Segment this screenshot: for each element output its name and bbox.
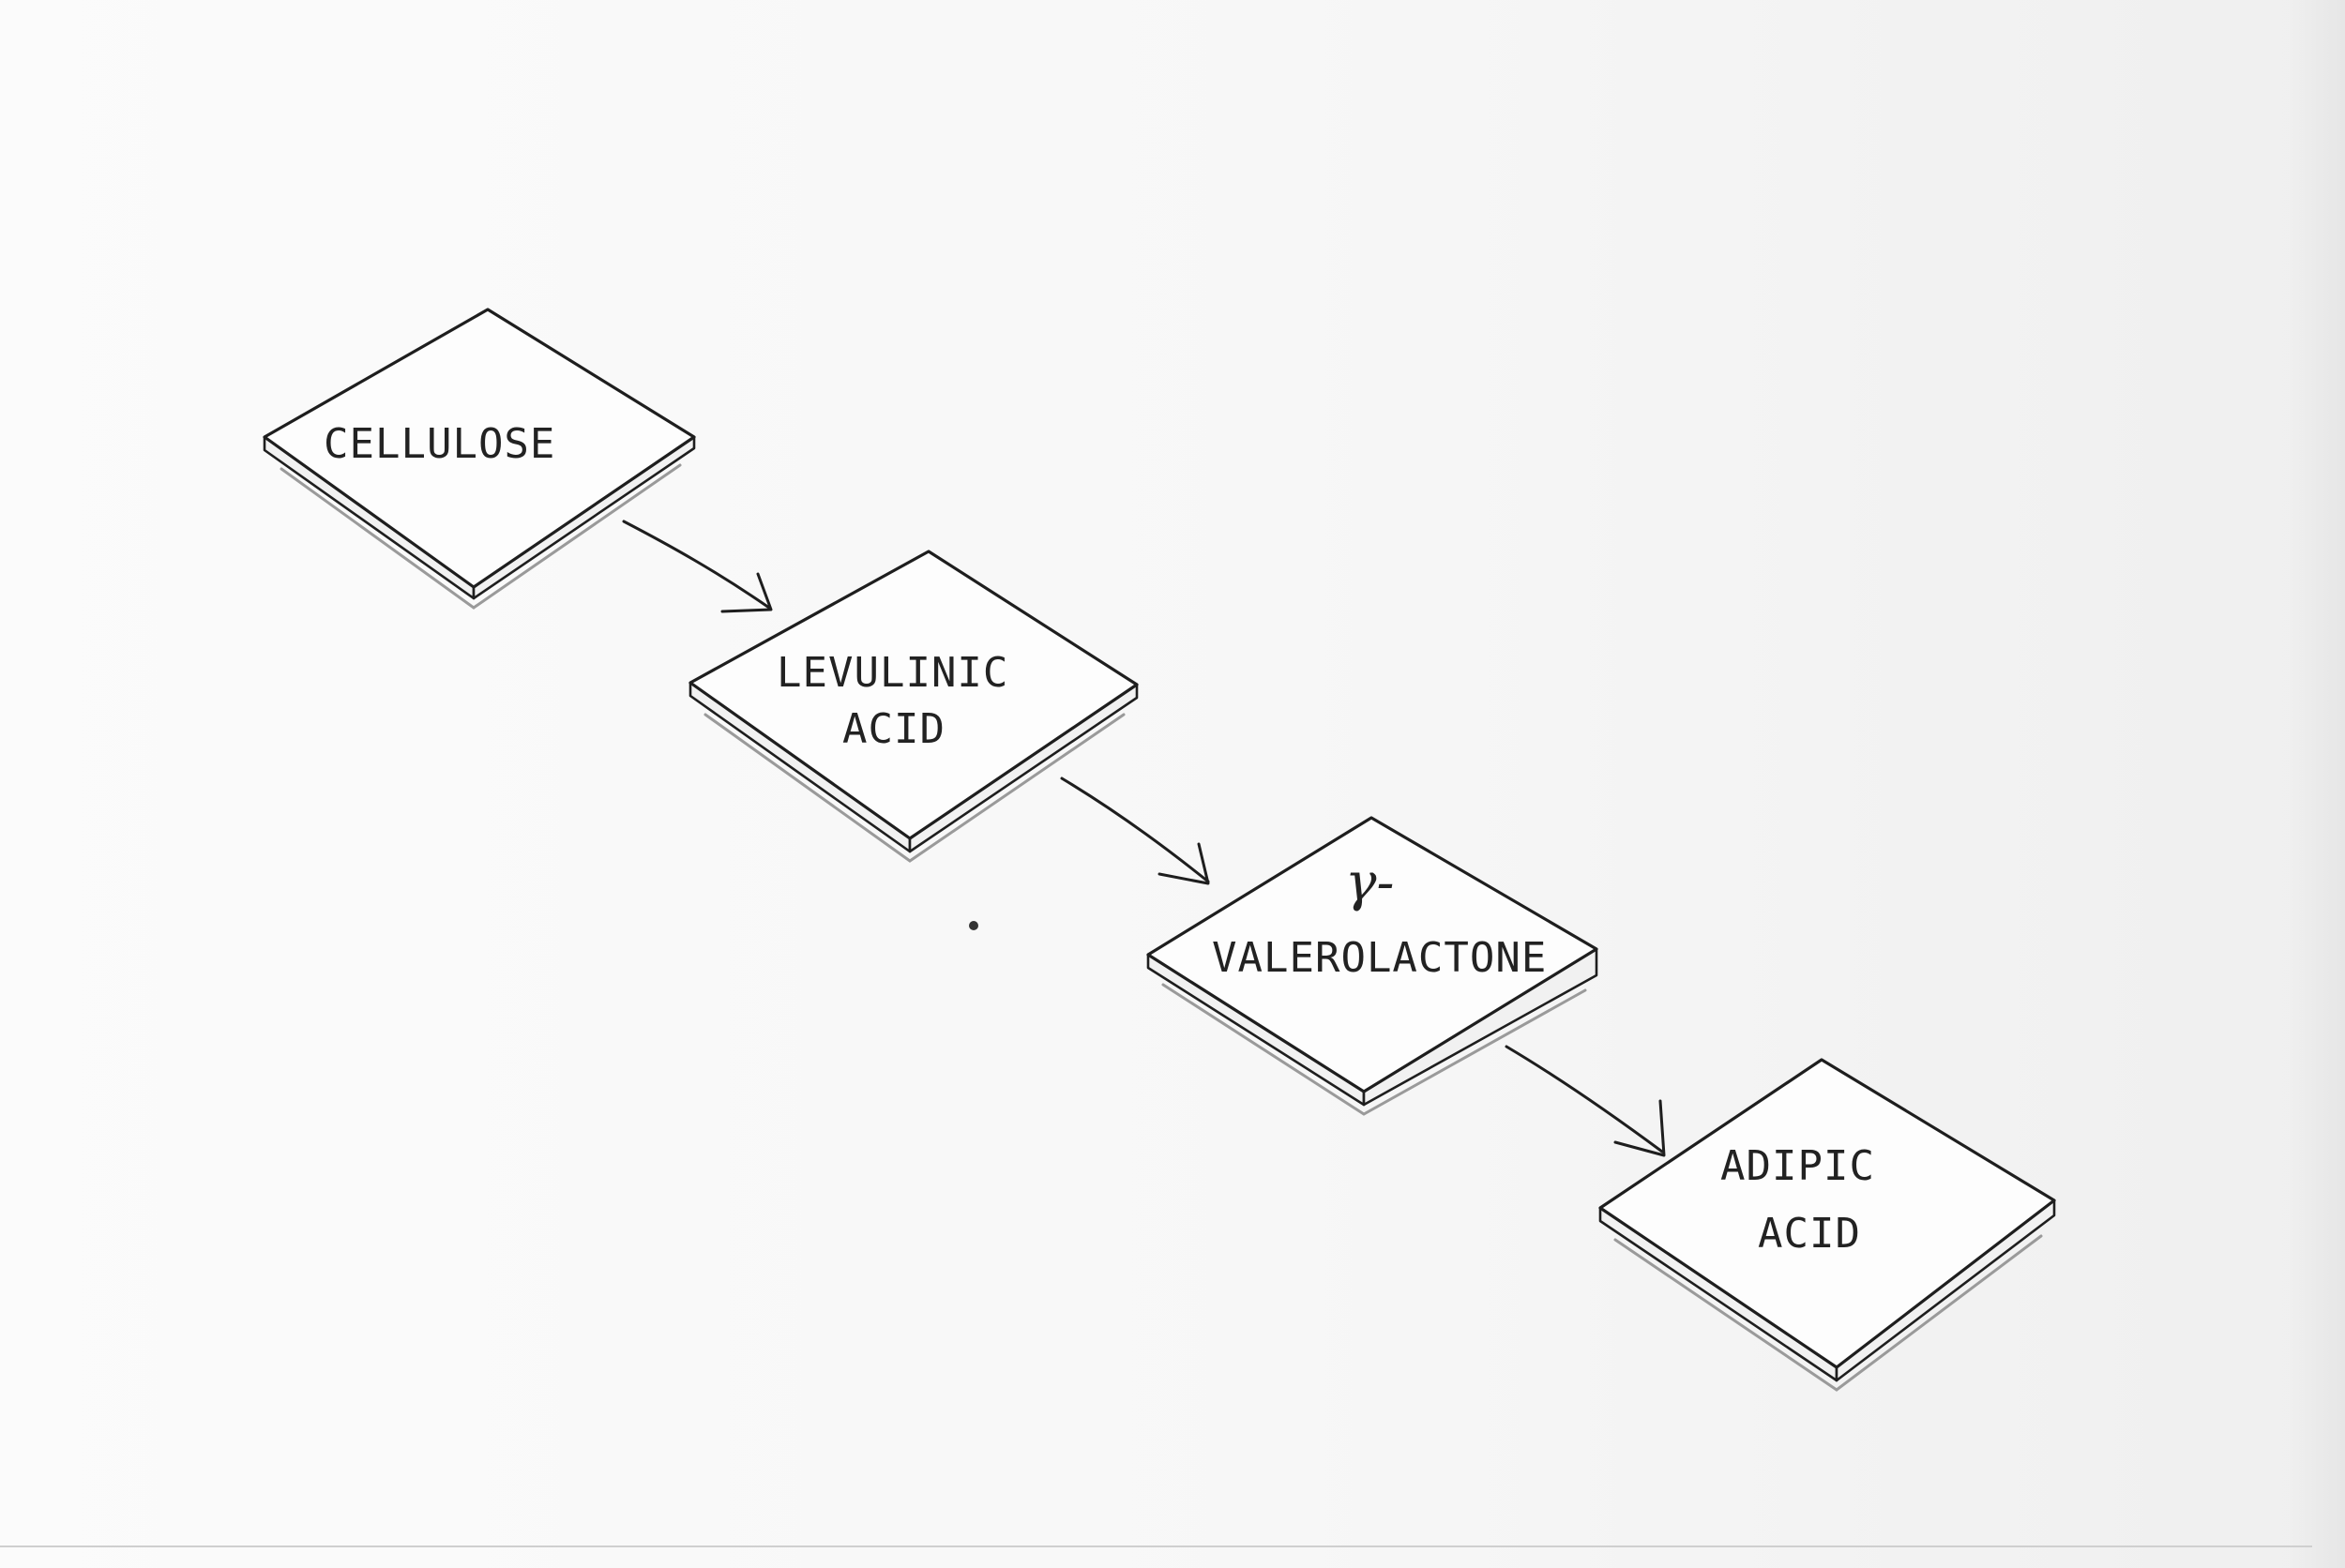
node-cellulose: CELLULOSE <box>263 308 696 610</box>
node-gamma-valerolactone-label: VALEROLACTONE <box>1212 934 1547 982</box>
node-levulinic-acid: LEVULINIC ACID <box>688 550 1139 863</box>
node-adipic-acid-label-line1: ADIPIC <box>1720 1142 1875 1190</box>
paper-shading <box>2289 0 2345 1568</box>
edge-cellulose-to-levulinic <box>622 520 773 613</box>
edge-valerolactone-to-adipic <box>1505 1045 1666 1157</box>
node-levulinic-acid-label-line1: LEVULINIC <box>777 649 1008 697</box>
node-cellulose-label: CELLULOSE <box>324 420 555 468</box>
node-gamma-valerolactone-box <box>1146 816 1598 1093</box>
edge-levulinic-to-valerolactone <box>1060 776 1210 885</box>
node-cellulose-box <box>263 308 696 589</box>
node-gamma-valerolactone-prefix: γ- <box>1345 852 1394 913</box>
node-adipic-acid-box <box>1598 1058 2056 1369</box>
node-levulinic-acid-label-line2: ACID <box>842 705 946 753</box>
node-gamma-valerolactone: γ- VALEROLACTONE <box>1146 816 1598 1116</box>
node-levulinic-acid-box <box>688 550 1139 840</box>
node-adipic-acid-label-line2: ACID <box>1758 1210 1861 1258</box>
paper-bottom-edge <box>0 1545 2312 1547</box>
node-adipic-acid: ADIPIC ACID <box>1598 1058 2056 1392</box>
pencil-dot <box>969 921 978 930</box>
